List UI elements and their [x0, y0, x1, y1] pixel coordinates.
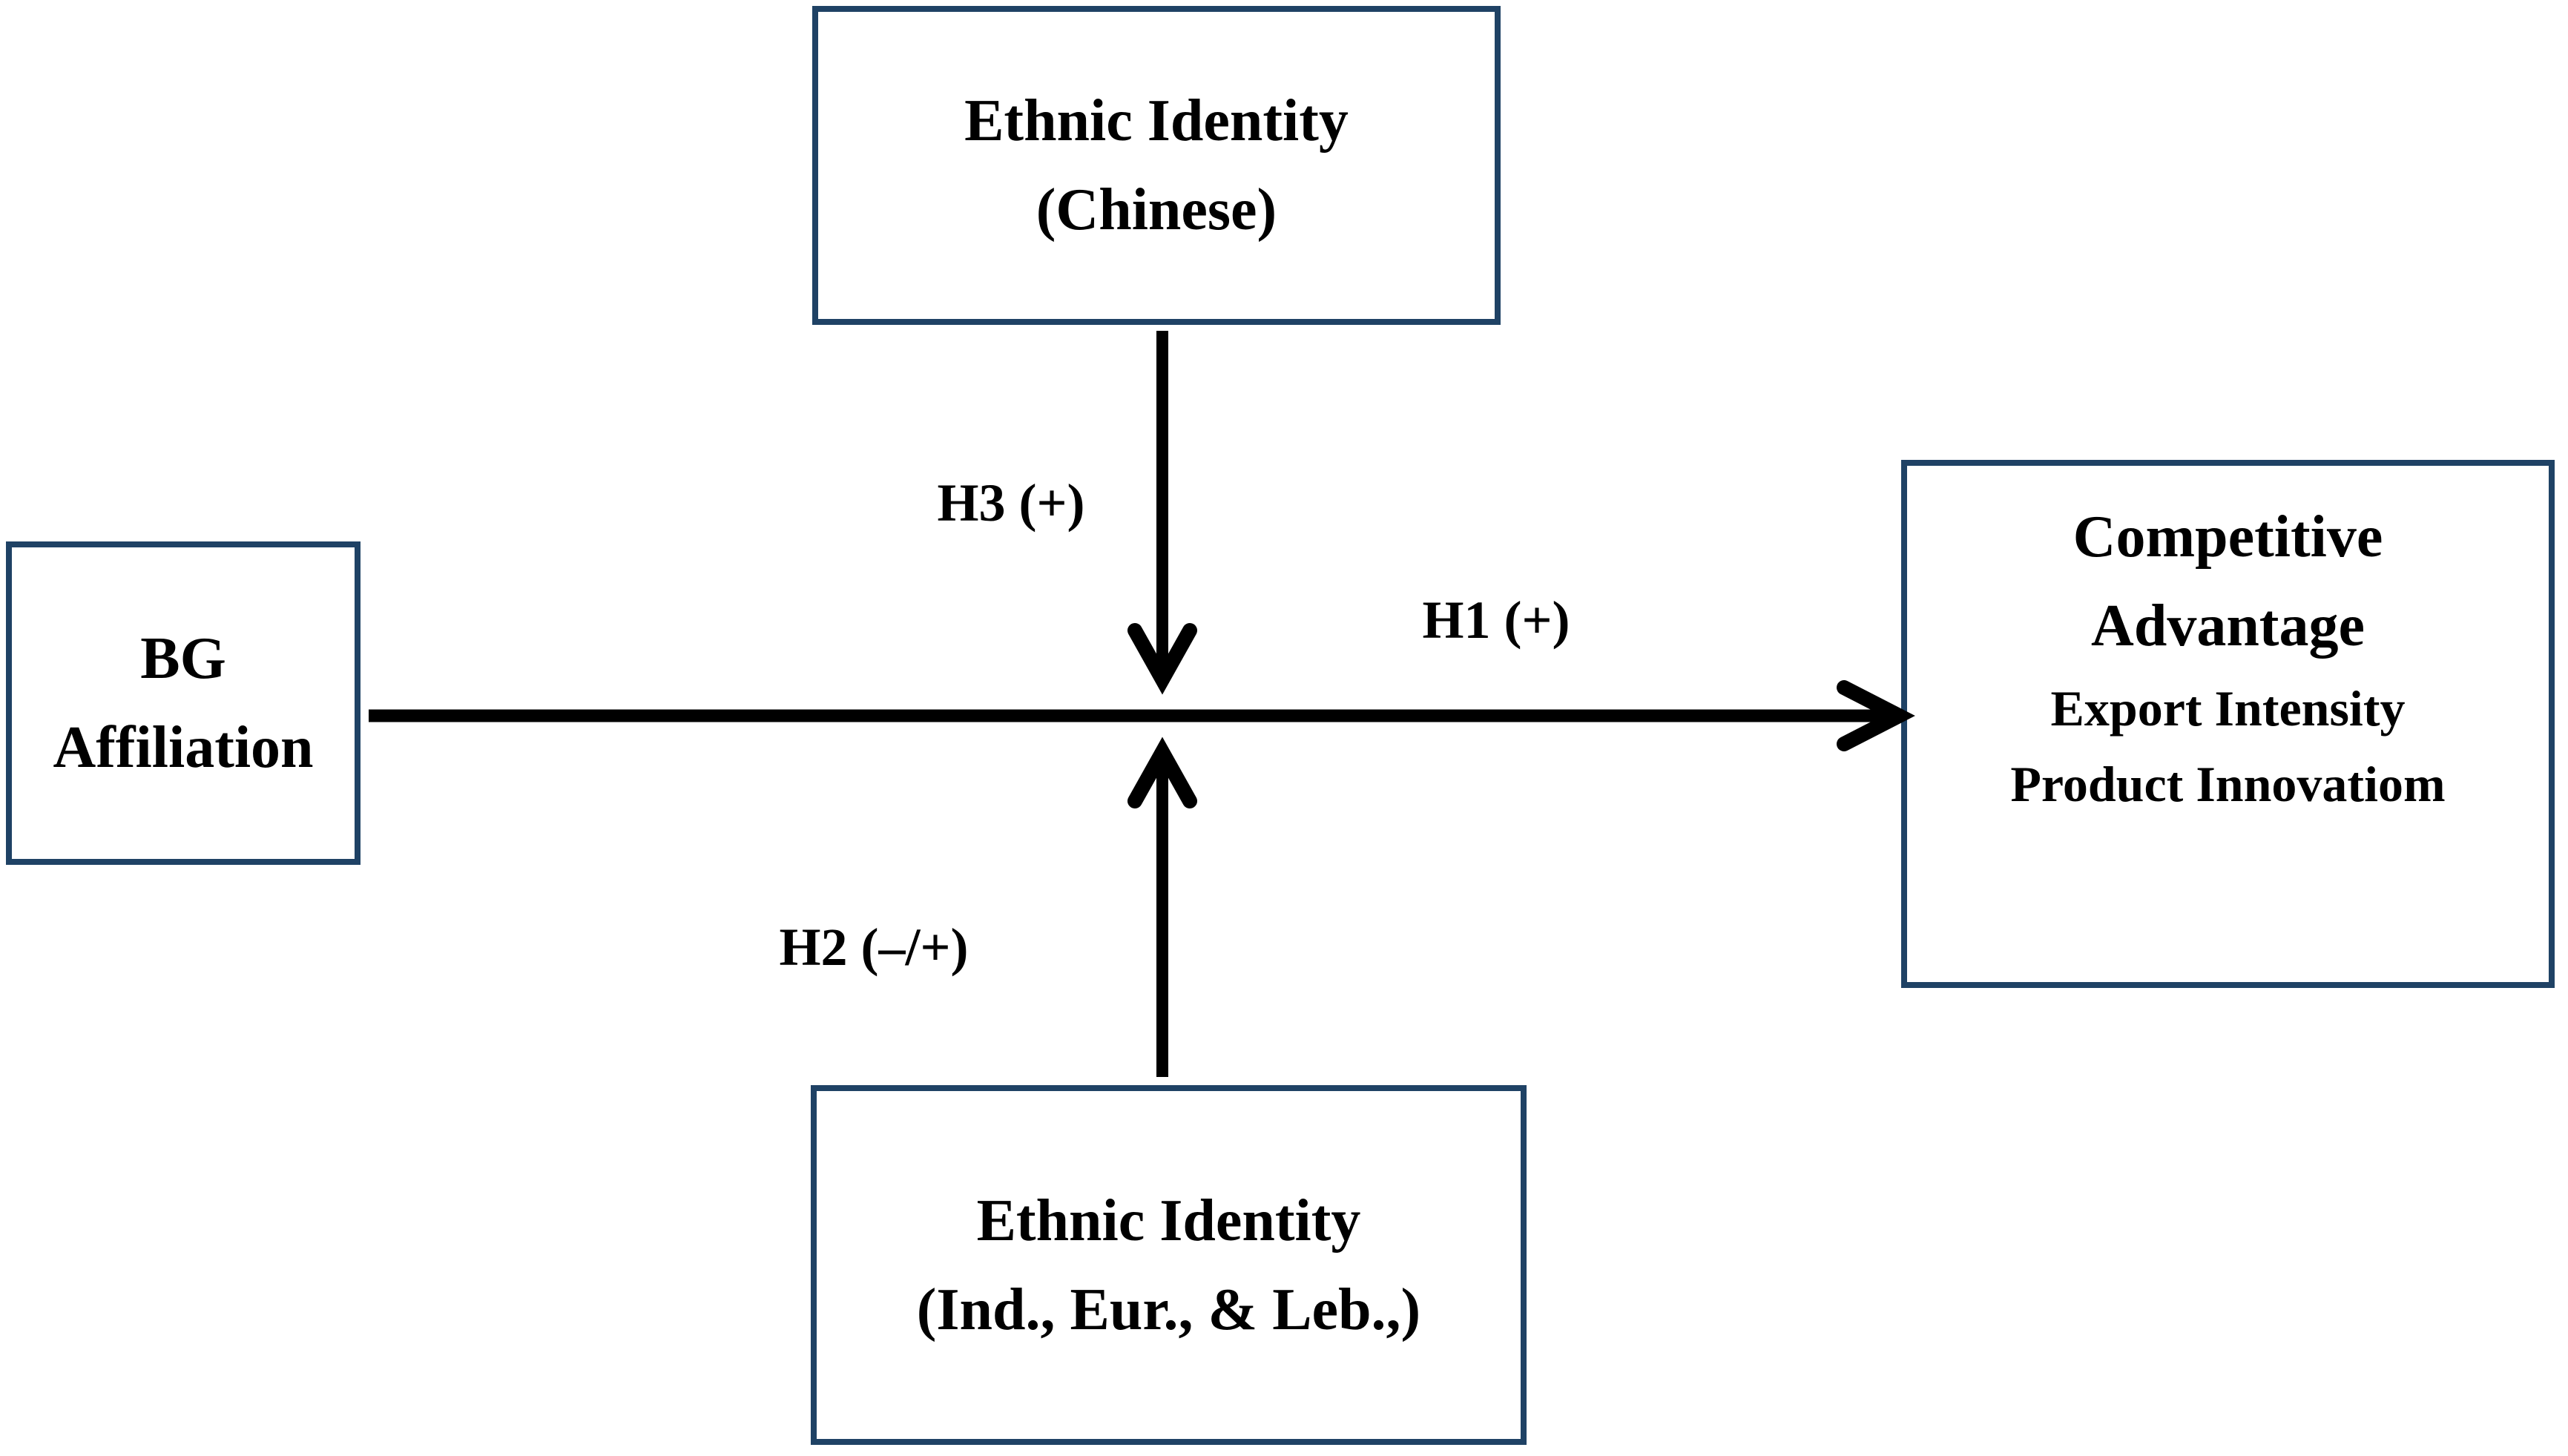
box-competitive-advantage-line4: Product Innovatiom	[2010, 756, 2446, 812]
box-competitive-advantage: Competitive Advantage Export Intensity P…	[1901, 460, 2555, 988]
box-bg-affiliation-line1: BG	[140, 626, 226, 691]
box-ethnic-identity-ind-eur-leb: Ethnic Identity (Ind., Eur., & Leb.,)	[811, 1085, 1527, 1445]
box-ethnic-identity-chinese-line2: (Chinese)	[1036, 177, 1277, 243]
box-bg-affiliation: BG Affiliation	[6, 541, 360, 865]
label-h2: H2 (–/+)	[779, 918, 969, 977]
box-ethnic-identity-chinese: Ethnic Identity (Chinese)	[812, 6, 1501, 325]
arrow-h2-up	[1127, 737, 1197, 1077]
label-h1: H1 (+)	[1422, 590, 1570, 650]
box-competitive-advantage-line1: Competitive	[2072, 504, 2383, 570]
box-ethnic-identity-ind-eur-leb-line1: Ethnic Identity	[976, 1187, 1361, 1254]
label-h3: H3 (+)	[937, 473, 1085, 533]
box-bg-affiliation-line2: Affiliation	[53, 715, 314, 780]
box-ethnic-identity-ind-eur-leb-line2: (Ind., Eur., & Leb.,)	[916, 1277, 1421, 1343]
arrow-h1-right	[369, 680, 1915, 751]
arrow-h3-down	[1127, 331, 1197, 695]
box-competitive-advantage-line3: Export Intensity	[2050, 680, 2406, 737]
box-competitive-advantage-line2: Advantage	[2091, 593, 2365, 659]
box-ethnic-identity-chinese-line1: Ethnic Identity	[964, 88, 1349, 154]
